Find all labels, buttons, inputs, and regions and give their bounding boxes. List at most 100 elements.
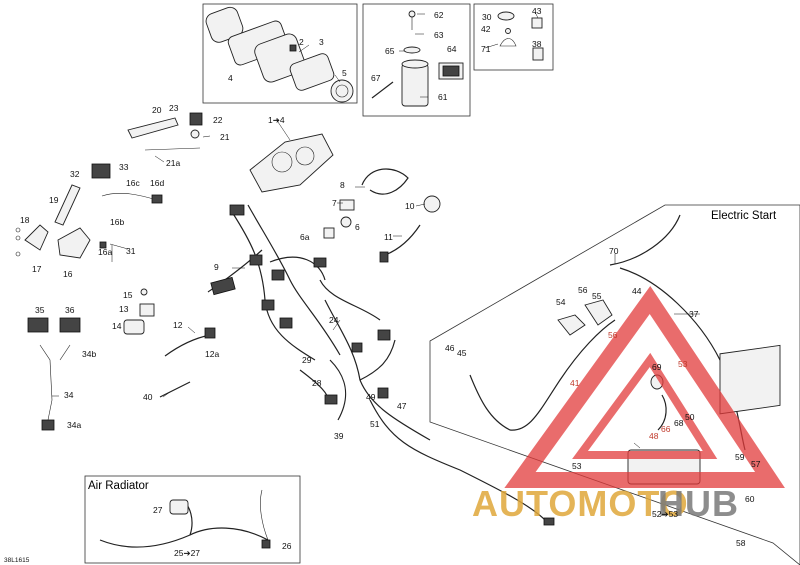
callout-47: 47 [397, 401, 407, 411]
air-radiator-box [84, 475, 301, 564]
callout-3: 3 [319, 37, 324, 47]
callout-37: 37 [689, 309, 699, 319]
callout-63: 63 [434, 30, 444, 40]
watermark-logo [504, 285, 785, 488]
watermark-text-b: HUB [658, 483, 739, 524]
callout-5: 5 [342, 68, 347, 78]
callout-38: 38 [532, 39, 542, 49]
instrument-cluster [249, 133, 334, 193]
right-sensors [323, 168, 441, 263]
callout-13: 13 [119, 304, 129, 314]
callout-14: 14 [112, 321, 122, 331]
callout-12a: 12a [205, 349, 219, 359]
callout-66: 66 [661, 424, 671, 434]
callout-16a: 16a [98, 247, 112, 257]
callout-8: 8 [340, 180, 345, 190]
callout-6a: 6a [300, 232, 310, 242]
callout-45: 45 [457, 348, 467, 358]
callout-10: 10 [405, 201, 415, 211]
callout-22: 22 [213, 115, 223, 125]
callout-61: 61 [438, 92, 448, 102]
callout-26: 26 [282, 541, 292, 551]
callout-21a: 21a [166, 158, 180, 168]
callout-28: 28 [312, 378, 322, 388]
callout-6: 6 [355, 222, 360, 232]
callout-55: 55 [592, 291, 602, 301]
callout-56a: 56 [578, 285, 588, 295]
callout-60: 60 [745, 494, 755, 504]
clip-inset-box [473, 3, 554, 71]
callout-43: 43 [532, 6, 542, 16]
callout-2: 2 [299, 37, 304, 47]
callout-27: 27 [153, 505, 163, 515]
callout-41: 41 [570, 378, 580, 388]
callout-12: 12 [173, 320, 183, 330]
callout-24: 24 [329, 315, 339, 325]
callout-49: 49 [366, 392, 376, 402]
fuse-inset-box [362, 3, 471, 117]
callout-59: 59 [735, 452, 745, 462]
callout-53a: 53 [678, 359, 688, 369]
callout-20: 20 [152, 105, 162, 115]
callout-40: 40 [143, 392, 153, 402]
footer-code: 38L1615 [4, 557, 30, 564]
callout-42: 42 [481, 24, 491, 34]
callout-71: 71 [481, 44, 491, 54]
callout-23: 23 [169, 103, 179, 113]
callout-18: 18 [20, 215, 30, 225]
callout-21: 21 [220, 132, 230, 142]
callout-52-53: 52➔53 [652, 509, 678, 519]
callout-9: 9 [214, 262, 219, 272]
callout-1-4: 1➔4 [268, 115, 285, 125]
callout-62: 62 [434, 10, 444, 20]
callout-68: 68 [674, 418, 684, 428]
callout-36: 36 [65, 305, 75, 315]
callout-25-27: 25➔27 [174, 548, 200, 558]
callout-4: 4 [228, 73, 233, 83]
callout-11: 11 [384, 232, 393, 242]
callout-67: 67 [371, 73, 381, 83]
air-radiator-title: Air Radiator [88, 480, 149, 492]
callout-50: 50 [685, 412, 695, 422]
callout-70: 70 [609, 246, 619, 256]
callout-16d: 16d [150, 178, 164, 188]
callout-19: 19 [49, 195, 59, 205]
callout-31: 31 [126, 246, 136, 256]
callout-56b: 56 [608, 330, 618, 340]
callout-16b: 16b [110, 217, 124, 227]
watermark-text-a: AUTOMOTO [472, 483, 689, 524]
callout-16c: 16c [126, 178, 140, 188]
callout-53b: 53 [572, 461, 582, 471]
callout-64: 64 [447, 44, 457, 54]
callout-7: 7 [332, 198, 337, 208]
main-wiring-harness [207, 204, 555, 526]
gauge-inset-box [202, 3, 358, 104]
callout-29: 29 [302, 355, 312, 365]
callout-labels: 1➔4 2 3 4 5 6 6a 7 8 9 10 11 12 12a 13 1… [20, 6, 761, 558]
callout-30: 30 [482, 12, 492, 22]
callout-65: 65 [385, 46, 395, 56]
callout-17: 17 [32, 264, 42, 274]
callout-35: 35 [35, 305, 45, 315]
callout-34a: 34a [67, 420, 81, 430]
callout-57: 57 [751, 459, 761, 469]
handlebar-switch-parts [15, 112, 203, 259]
callout-39: 39 [334, 431, 344, 441]
callout-44: 44 [632, 286, 642, 296]
callout-48: 48 [649, 431, 659, 441]
electric-start-title: Electric Start [711, 210, 777, 222]
callout-33: 33 [119, 162, 129, 172]
callout-15: 15 [123, 290, 133, 300]
callout-34b: 34b [82, 349, 96, 359]
callout-34: 34 [64, 390, 74, 400]
left-sensors [27, 288, 216, 431]
leader-lines [52, 11, 700, 449]
callout-32: 32 [70, 169, 80, 179]
callout-16: 16 [63, 269, 73, 279]
callout-51: 51 [370, 419, 380, 429]
callout-58: 58 [736, 538, 746, 548]
callout-69: 69 [652, 362, 662, 372]
callout-46: 46 [445, 343, 455, 353]
